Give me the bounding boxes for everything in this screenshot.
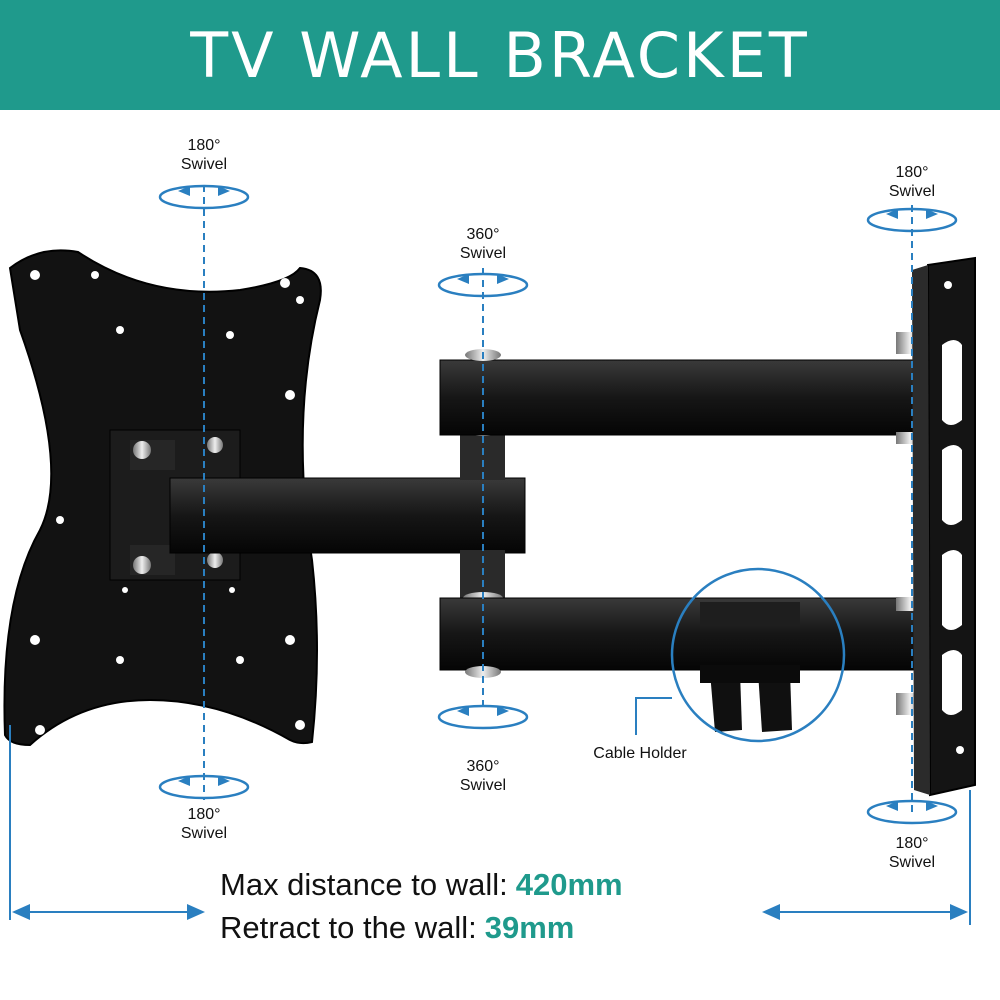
swivel-label-tv-bottom: 180° Swivel: [149, 805, 259, 843]
cable-holder-label: Cable Holder: [593, 745, 687, 762]
swivel-label-wall-top: 180° Swivel: [857, 163, 967, 201]
swivel-angle: 360°: [466, 226, 500, 243]
swivel-word: Swivel: [888, 854, 936, 871]
page-title: TV WALL BRACKET: [190, 18, 810, 92]
lower-arm: [439, 597, 924, 715]
swivel-axes: [203, 185, 913, 815]
retract-label: Retract to the wall:: [220, 910, 477, 945]
swivel-angle: 180°: [187, 806, 221, 823]
retract-spec: Retract to the wall:39mm: [220, 910, 574, 946]
max-distance-spec: Max distance to wall:420mm: [220, 867, 623, 903]
header-banner: TV WALL BRACKET: [0, 0, 1000, 110]
wall-plate: [912, 256, 976, 797]
rotation-indicators: [158, 184, 958, 825]
swivel-word: Swivel: [459, 777, 507, 794]
swivel-word: Swivel: [888, 183, 936, 200]
max-distance-value: 420mm: [515, 867, 623, 902]
retract-value: 39mm: [484, 910, 575, 945]
swivel-angle: 180°: [187, 137, 221, 154]
rotation-arrows: [178, 186, 938, 811]
cable-holder: [635, 567, 846, 743]
dimension-arrowheads: [12, 904, 968, 920]
swivel-label-arm-bottom: 360° Swivel: [428, 757, 538, 795]
max-distance-label: Max distance to wall:: [220, 867, 508, 902]
swivel-label-arm-top: 360° Swivel: [428, 225, 538, 263]
distance-dimension: [9, 725, 971, 925]
swivel-word: Swivel: [180, 156, 228, 173]
swivel-word: Swivel: [180, 825, 228, 842]
swivel-angle: 360°: [466, 758, 500, 775]
swivel-angle: 180°: [895, 164, 929, 181]
swivel-word: Swivel: [459, 245, 507, 262]
upper-arm: [439, 332, 924, 444]
swivel-label-wall-bottom: 180° Swivel: [857, 834, 967, 872]
swivel-label-tv-top: 180° Swivel: [149, 136, 259, 174]
swivel-angle: 180°: [895, 835, 929, 852]
